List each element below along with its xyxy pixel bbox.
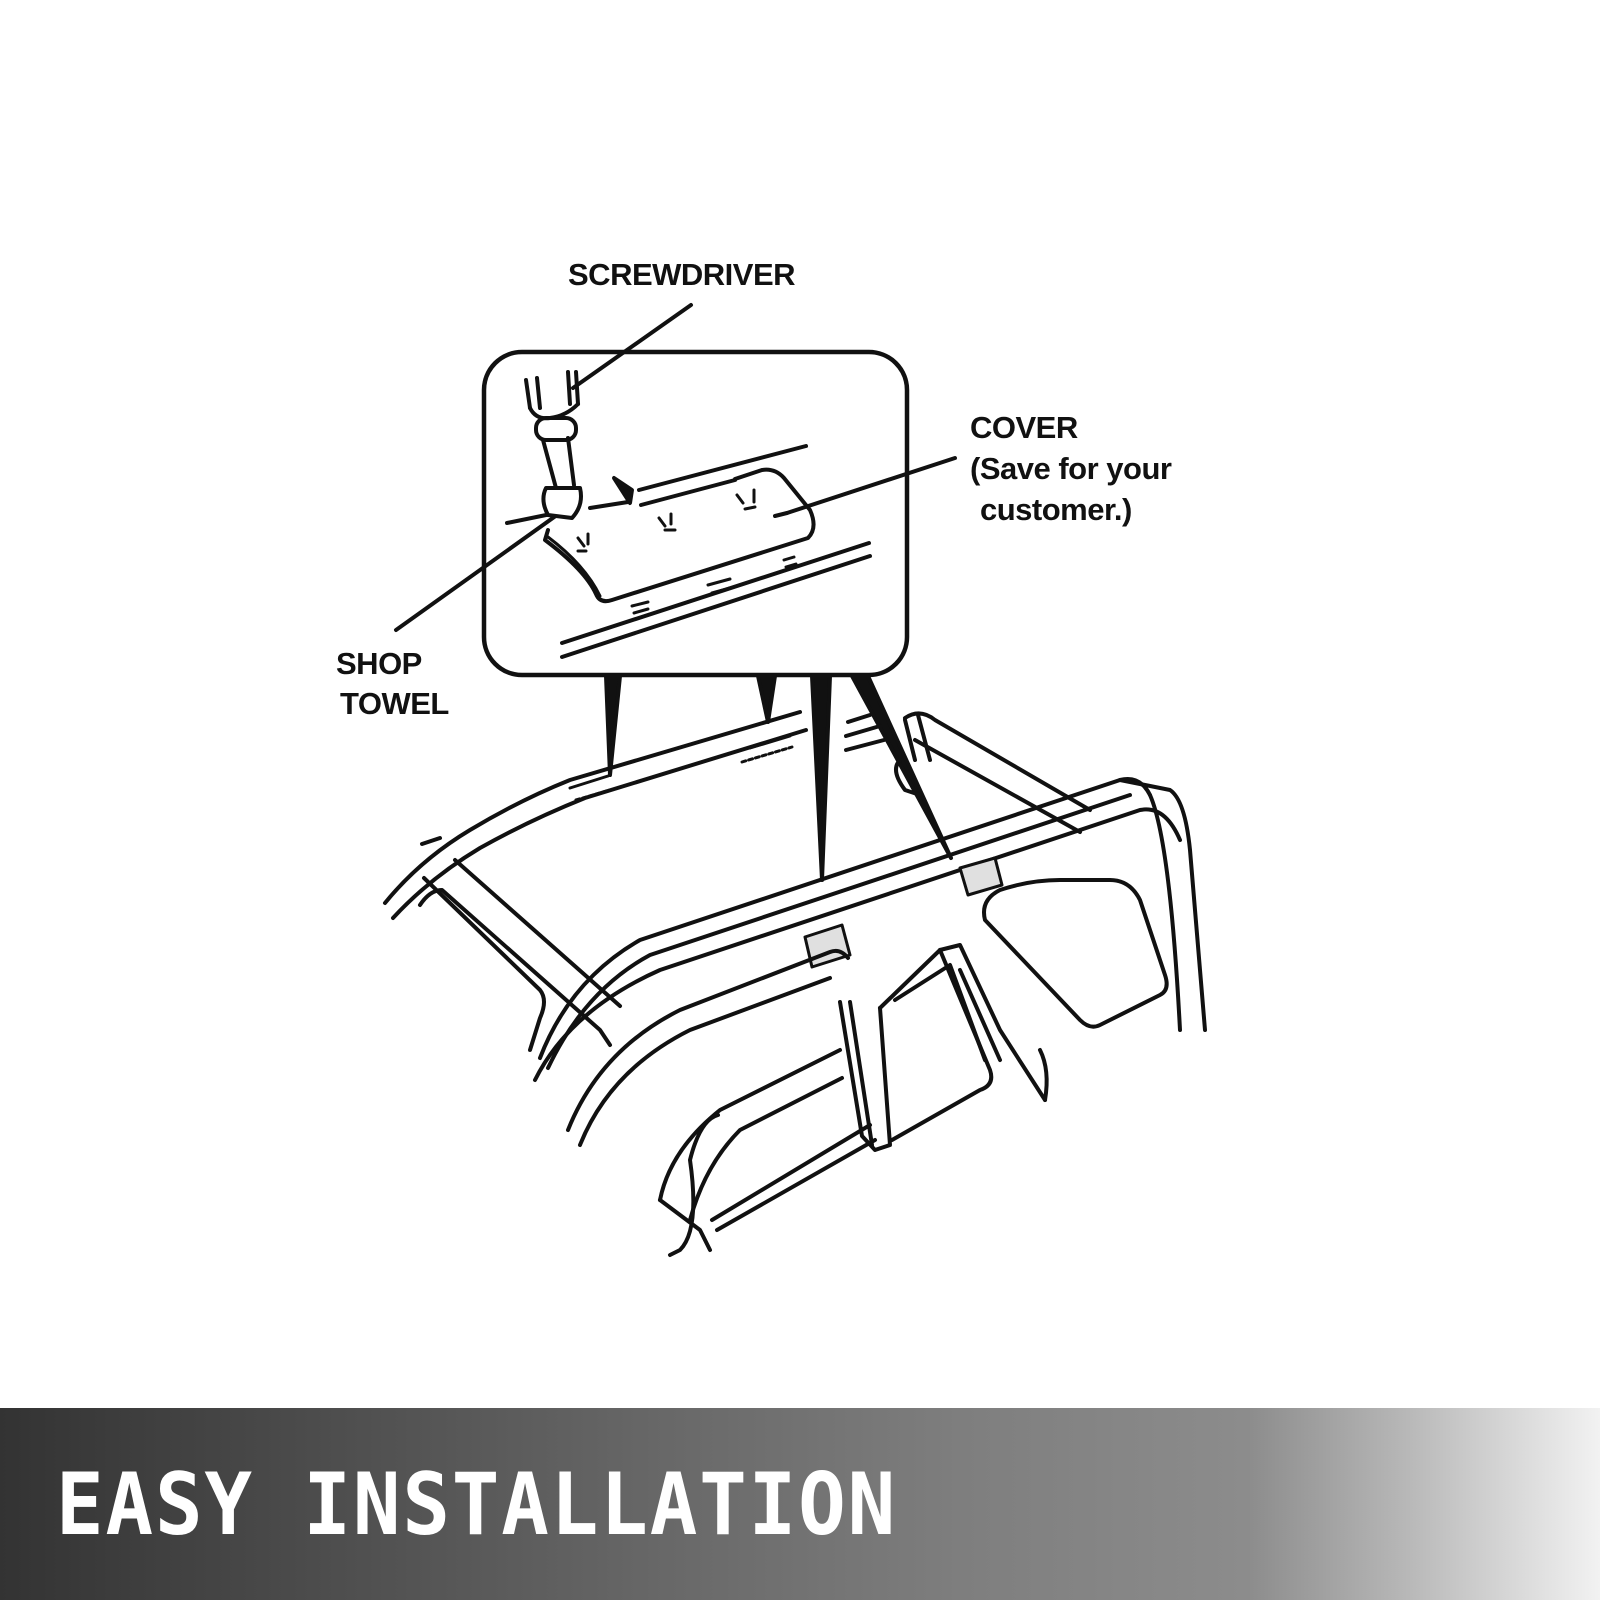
cover-note-line1: (Save for your — [970, 451, 1172, 486]
vehicle-body — [383, 710, 1207, 1257]
cover-label: COVER — [970, 410, 1078, 445]
screwdriver-label: SCREWDRIVER — [568, 257, 796, 292]
detail-inset-frame — [481, 349, 910, 678]
screwdriver-icon — [524, 370, 583, 520]
cover-leader-line — [785, 456, 957, 515]
cover-note-line2: customer.) — [980, 492, 1132, 527]
arrow-down-icon — [612, 476, 634, 505]
installation-diagram: SCREWDRIVER COVER (Save for your custome… — [336, 257, 1207, 1257]
shop-towel-label-line2: TOWEL — [340, 686, 449, 721]
shop-towel-leader-line — [394, 498, 580, 632]
shop-towel-label-line1: SHOP — [336, 646, 422, 681]
feature-banner: EASY INSTALLATION — [0, 1408, 1600, 1600]
vehicle-roof-icon — [383, 303, 1207, 1257]
banner-title: EASY INSTALLATION — [56, 1455, 898, 1555]
screwdriver-leader-line — [571, 303, 693, 390]
